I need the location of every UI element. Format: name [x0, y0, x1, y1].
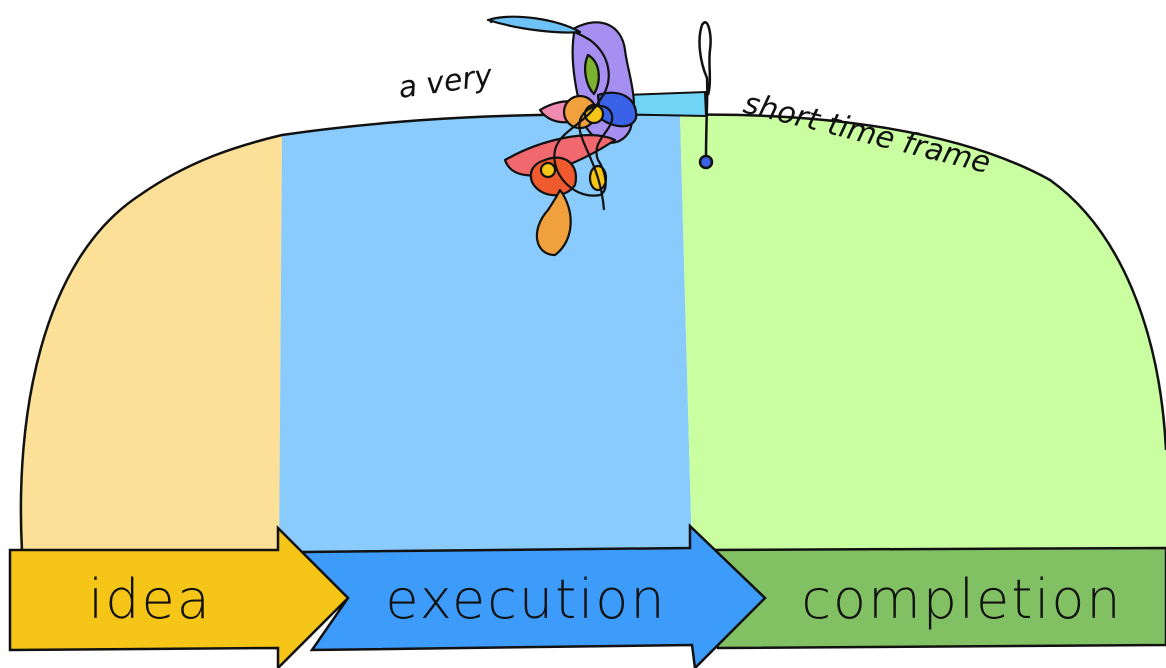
process-arrows: idea execution completion	[8, 523, 1166, 668]
scribble-green	[584, 53, 600, 96]
arrow-execution	[299, 523, 767, 668]
scribble-orange	[529, 156, 578, 197]
dome-areas	[19, 90, 1166, 556]
scribble-blue-stroke	[486, 15, 582, 34]
execution-area	[279, 114, 692, 556]
completion-area	[680, 114, 1166, 556]
dome-outline	[19, 113, 1166, 551]
arrow-label-idea: idea	[88, 568, 212, 631]
scribble-small-yellow	[539, 161, 557, 179]
arrow-idea	[8, 524, 350, 668]
time-marker	[698, 21, 714, 170]
time-marker-line	[698, 21, 712, 161]
chaos-scribble	[486, 15, 638, 257]
time-marker-dot	[698, 154, 714, 170]
scribble-blue	[596, 91, 638, 128]
caption-left: a very	[396, 58, 495, 106]
arrow-label-completion: completion	[801, 568, 1122, 631]
scribble-loop-line	[489, 18, 614, 211]
idea-area	[19, 135, 283, 555]
arrow-label-execution: execution	[385, 568, 666, 631]
scribble-amber	[535, 188, 572, 257]
